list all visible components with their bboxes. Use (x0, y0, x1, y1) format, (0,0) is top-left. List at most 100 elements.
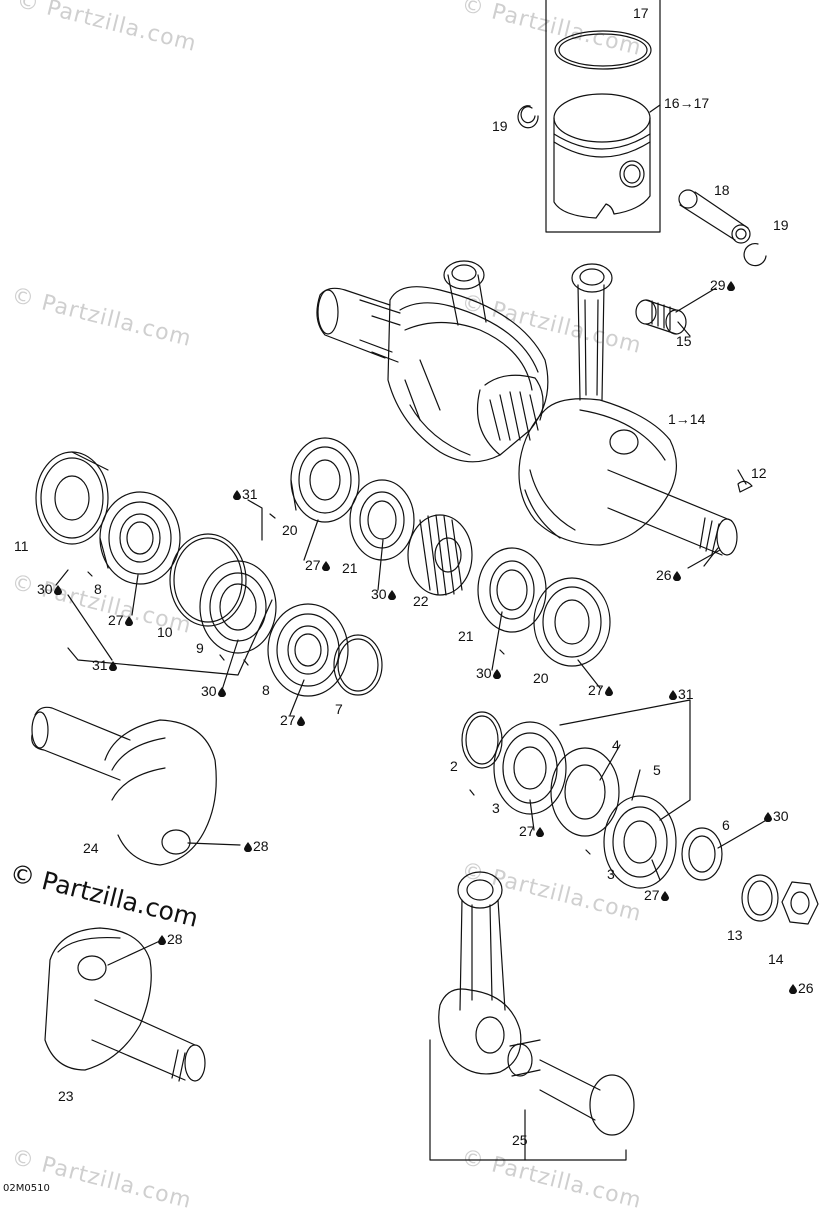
part-number: 2 (450, 758, 458, 774)
part-label-25: 25 (512, 1132, 528, 1148)
oil-drop-icon (763, 808, 773, 824)
part-number: 23 (58, 1088, 74, 1104)
retaining-ring (333, 634, 383, 696)
part-label-27: 27 (644, 887, 670, 903)
oil-drop-icon (124, 612, 134, 628)
part-number: 18 (714, 182, 730, 198)
part-label-31: 31 (668, 686, 694, 702)
part-label-28: 28 (243, 838, 269, 854)
part-label-27: 27 (305, 557, 331, 573)
piston (553, 93, 651, 219)
part-number: 6 (722, 817, 730, 833)
circlip (517, 105, 539, 129)
oil-drop-icon (604, 682, 614, 698)
part-label-21: 21 (458, 628, 474, 644)
part-label-31: 31 (232, 486, 258, 502)
part-number: 20 (282, 522, 298, 538)
oil-drop-icon (535, 823, 545, 839)
part-number: 9 (196, 640, 204, 656)
part-label-19: 19 (773, 217, 789, 233)
part-label-9: 9 (196, 640, 204, 656)
part-number: 29 (710, 277, 726, 293)
oil-drop-icon (668, 686, 678, 702)
part-number: 28 (167, 931, 183, 947)
part-number: 8 (262, 682, 270, 698)
part-label-20: 20 (533, 670, 549, 686)
part-label-30: 30 (476, 665, 502, 681)
part-number: 1→14 (668, 411, 706, 427)
part-number: 10 (157, 624, 173, 640)
part-label-31: 31 (92, 657, 118, 673)
part-number: 31 (92, 657, 108, 673)
part-label-1: 1→14 (668, 411, 705, 427)
diagram-code: 02M0510 (3, 1183, 50, 1194)
part-number: 19 (492, 118, 508, 134)
part-number: 11 (14, 538, 29, 554)
part-number: 4 (612, 737, 620, 753)
oil-seal (681, 827, 723, 881)
part-label-14: 14 (768, 951, 784, 967)
ball-bearing (603, 795, 677, 889)
part-label-4: 4 (612, 737, 620, 753)
part-number: 30 (773, 808, 789, 824)
part-number: 26 (798, 980, 814, 996)
part-label-16: 16→17 (664, 95, 709, 111)
part-number: 28 (253, 838, 269, 854)
crankshaft-assembly (316, 260, 738, 556)
woodruff-key (737, 480, 753, 493)
part-number: 17 (633, 5, 649, 21)
part-number: 30 (201, 683, 217, 699)
part-label-3: 3 (492, 800, 500, 816)
part-number: 20 (533, 670, 549, 686)
part-number: 21 (342, 560, 358, 576)
part-number: 30 (37, 581, 53, 597)
part-number: 16→17 (664, 95, 710, 111)
part-label-8: 8 (94, 581, 102, 597)
part-number: 19 (773, 217, 789, 233)
oil-drop-icon (788, 980, 798, 996)
part-label-11: 11 (14, 538, 29, 554)
part-label-7: 7 (335, 701, 343, 717)
oil-drop-icon (232, 486, 242, 502)
part-number: 27 (280, 712, 296, 728)
part-number: 26 (656, 567, 672, 583)
part-label-27: 27 (108, 612, 134, 628)
part-label-3: 3 (607, 866, 615, 882)
oil-drop-icon (726, 277, 736, 293)
part-label-26: 26 (788, 980, 814, 996)
oil-drop-icon (243, 838, 253, 854)
oil-drop-icon (296, 712, 306, 728)
oil-seal (35, 451, 109, 545)
part-label-21: 21 (342, 560, 358, 576)
part-label-17: 17 (633, 5, 649, 21)
part-number: 27 (644, 887, 660, 903)
part-number: 13 (727, 927, 743, 943)
part-number: 31 (678, 686, 694, 702)
part-label-10: 10 (157, 624, 173, 640)
part-label-27: 27 (588, 682, 614, 698)
part-number: 3 (492, 800, 500, 816)
part-label-28: 28 (157, 931, 183, 947)
washer (741, 874, 779, 922)
part-label-6: 6 (722, 817, 730, 833)
part-label-18: 18 (714, 182, 730, 198)
oil-drop-icon (492, 665, 502, 681)
part-label-22: 22 (413, 593, 429, 609)
part-number: 22 (413, 593, 429, 609)
drive-gear (407, 514, 473, 596)
part-label-30: 30 (763, 808, 789, 824)
part-number: 27 (305, 557, 321, 573)
part-number: 14 (768, 951, 784, 967)
part-label-12: 12 (751, 465, 767, 481)
retaining-ring (461, 711, 503, 769)
oil-drop-icon (157, 931, 167, 947)
part-label-5: 5 (653, 762, 661, 778)
ball-bearing (99, 491, 181, 585)
part-number: 30 (371, 586, 387, 602)
part-label-30: 30 (37, 581, 63, 597)
part-number: 30 (476, 665, 492, 681)
part-number: 31 (242, 486, 258, 502)
ball-bearing (290, 437, 360, 523)
